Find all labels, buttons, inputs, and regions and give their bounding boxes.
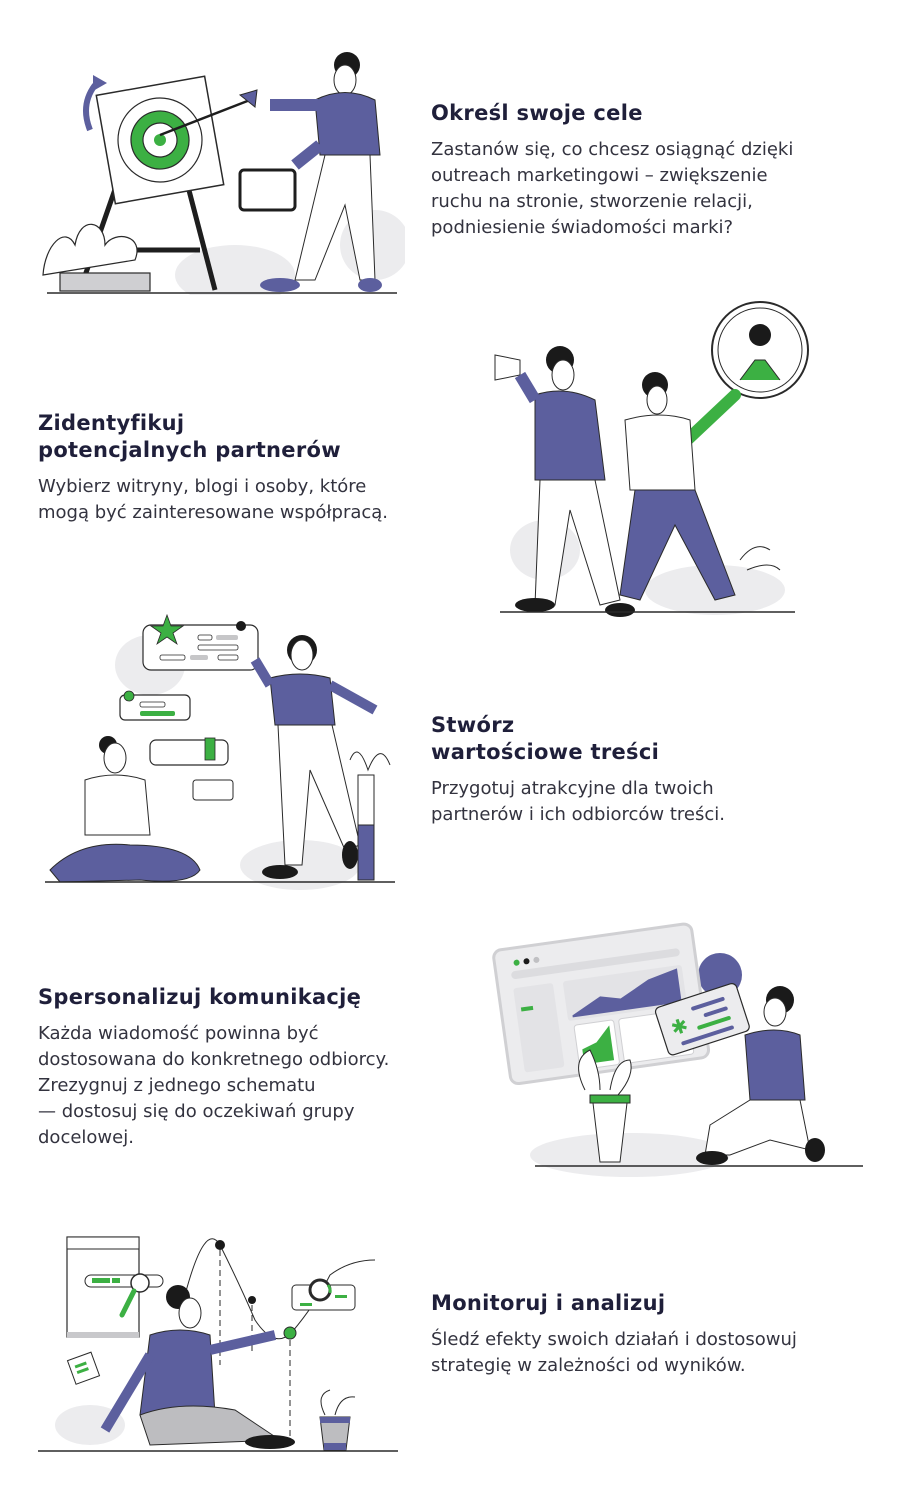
puzzle-piece: ✱ <box>654 983 750 1056</box>
star-icon <box>149 613 185 646</box>
step-1-title: Określ swoje cele <box>431 101 643 125</box>
content-cards-illustration <box>40 610 400 890</box>
step-3-text: Stwórz wartościowe treści Przygotuj atra… <box>431 712 871 828</box>
step-4-body: Każda wiadomość powinna być dostosowana … <box>38 1023 390 1148</box>
step-4-title: Spersonalizuj komunikację <box>38 985 362 1009</box>
step-3-body: Przygotuj atrakcyjne dla twoich partneró… <box>431 778 725 825</box>
step-3-section: Stwórz wartościowe treści Przygotuj atra… <box>0 610 900 900</box>
analytics-curve-illustration <box>30 1225 410 1460</box>
step-2-text: Zidentyfikuj potencjalnych partnerów Wyb… <box>38 410 478 526</box>
step-4-section: Spersonalizuj komunikację Każda wiadomoś… <box>0 900 900 1200</box>
step-5-section: Monitoruj i analizuj Śledź efekty swoich… <box>0 1220 900 1500</box>
svg-text:✱: ✱ <box>668 1013 691 1041</box>
step-1-body: Zastanów się, co chcesz osiągnąć dzięki … <box>431 139 794 238</box>
step-2-title: Zidentyfikuj potencjalnych partnerów <box>38 411 341 462</box>
target-archery-illustration <box>35 45 405 295</box>
step-4-text: Spersonalizuj komunikację Każda wiadomoś… <box>38 984 488 1151</box>
step-2-section: Zidentyfikuj potencjalnych partnerów Wyb… <box>0 300 900 620</box>
step-1-section: Określ swoje cele Zastanów się, co chces… <box>0 0 900 300</box>
step-2-body: Wybierz witryny, blogi i osoby, które mo… <box>38 476 389 523</box>
step-3-title: Stwórz wartościowe treści <box>431 713 660 764</box>
dashboard-puzzle-illustration: ✱ <box>490 900 870 1180</box>
step-5-body: Śledź efekty swoich działań i dostosowuj… <box>431 1329 797 1376</box>
magnifier-icon <box>130 1273 150 1293</box>
step-5-text: Monitoruj i analizuj Śledź efekty swoich… <box>431 1290 881 1379</box>
step-5-title: Monitoruj i analizuj <box>431 1291 666 1315</box>
rotate-arrow-icon <box>83 83 98 132</box>
step-1-text: Określ swoje cele Zastanów się, co chces… <box>431 100 871 241</box>
magnifier-megaphone-illustration <box>485 300 815 620</box>
